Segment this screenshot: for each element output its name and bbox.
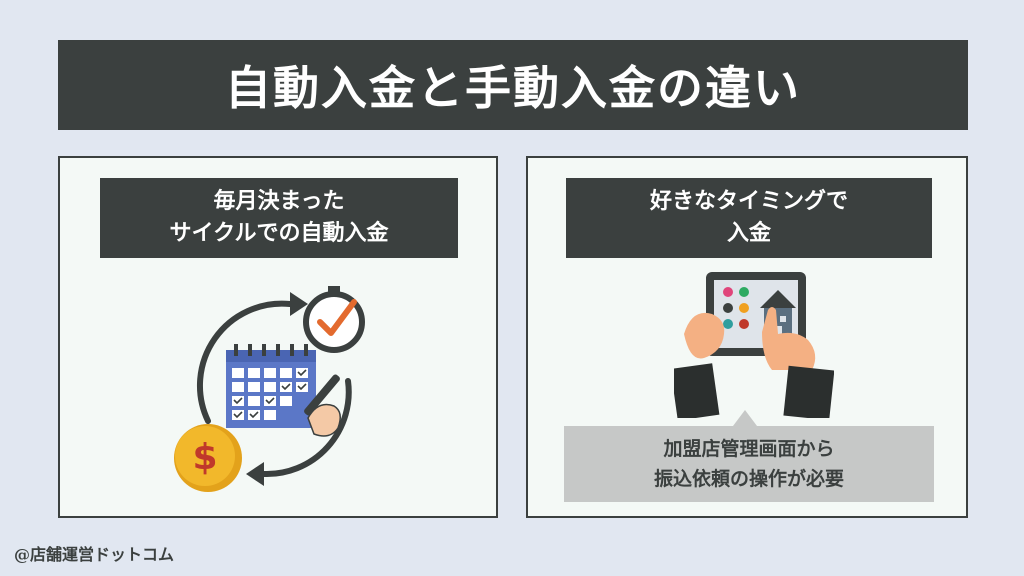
- auto-deposit-illustration: $: [174, 286, 365, 492]
- calendar-icon: [226, 344, 316, 428]
- manual-deposit-header: 好きなタイミングで 入金: [566, 178, 932, 258]
- auto-deposit-panel: 毎月決まった サイクルでの自動入金: [58, 156, 498, 518]
- manual-deposit-callout: 加盟店管理画面から 振込依頼の操作が必要: [564, 426, 934, 502]
- manual-deposit-header-line2: 入金: [726, 221, 771, 246]
- page-title: 自動入金と手動入金の違い: [58, 40, 968, 130]
- callout-pointer: [733, 410, 757, 426]
- page-title-text: 自動入金と手動入金の違い: [225, 61, 801, 115]
- manual-deposit-illustration: [674, 272, 834, 418]
- callout-line1: 加盟店管理画面から: [663, 438, 835, 460]
- tablet-hands-icon: [674, 272, 834, 418]
- auto-deposit-header-line1: 毎月決まった: [213, 189, 345, 214]
- manual-deposit-panel: 好きなタイミングで 入金: [526, 156, 968, 518]
- callout-line2: 振込依頼の操作が必要: [653, 468, 844, 490]
- cycle-arrowhead-bottom: [246, 462, 264, 486]
- manual-deposit-header-line1: 好きなタイミングで: [649, 189, 848, 214]
- coin-dollar-icon: $: [174, 424, 242, 492]
- auto-deposit-header-line2: サイクルでの自動入金: [169, 221, 389, 246]
- auto-deposit-header: 毎月決まった サイクルでの自動入金: [100, 178, 458, 258]
- cycle-arrowhead-top: [290, 292, 308, 316]
- cycle-arrow-icon: [196, 300, 352, 478]
- clock-check-icon: [303, 286, 365, 353]
- credit-text: @店舗運営ドットコム: [14, 545, 175, 564]
- svg-text:$: $: [192, 437, 217, 478]
- pen-hand-icon: [304, 374, 341, 437]
